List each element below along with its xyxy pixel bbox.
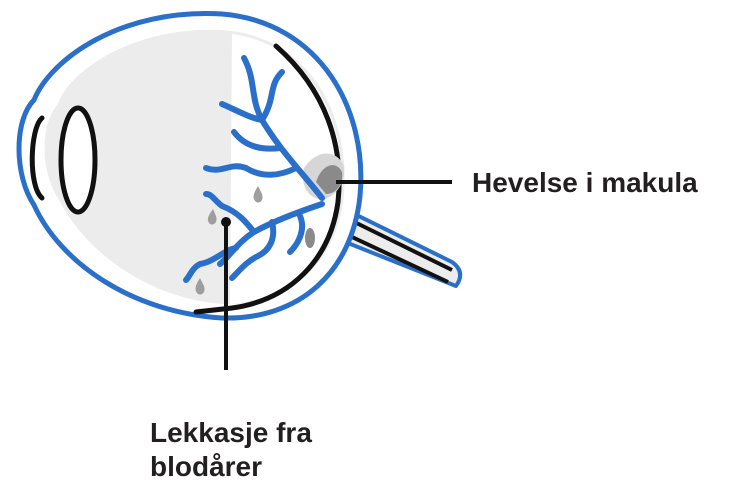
- vessel-leakage-label: Lekkasje fra blodårer: [150, 416, 312, 484]
- macula-swelling-label: Hevelse i makula: [472, 166, 698, 200]
- vessel-leakage-label-line1: Lekkasje fra: [150, 416, 312, 450]
- vessel-leakage-label-line2: blodårer: [150, 450, 312, 484]
